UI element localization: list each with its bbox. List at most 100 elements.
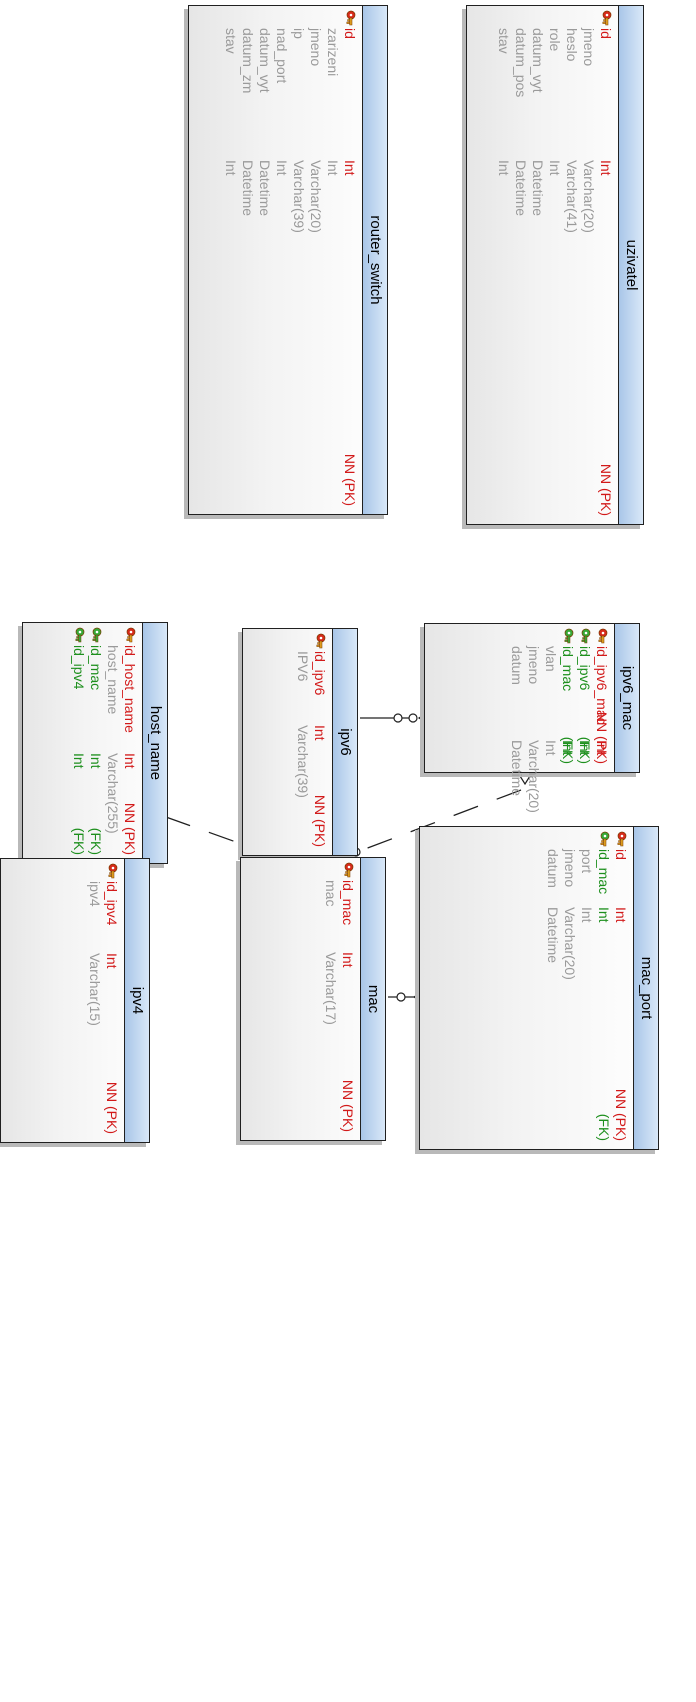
column-name: stav <box>496 28 512 54</box>
column-name: port <box>579 849 595 874</box>
column-name: datum_vyt <box>530 28 546 93</box>
column-name: role <box>547 28 563 52</box>
column-type: Varchar(20) <box>562 907 578 980</box>
primary-key-icon <box>613 831 628 847</box>
entity-title[interactable]: uzivatel <box>618 6 643 524</box>
primary-foreign-key-icon <box>596 831 611 847</box>
column-type: Datetime <box>257 160 273 217</box>
column-name: IPV6 <box>295 651 311 682</box>
column-type: Datetime <box>545 907 561 964</box>
entity-title[interactable]: router_switch <box>362 6 387 514</box>
column-name: stav <box>223 28 239 54</box>
column-constraints: NN (PK) <box>613 1088 629 1141</box>
foreign-key-icon <box>71 627 86 643</box>
column-name: vlan <box>543 646 559 672</box>
column-type: Varchar(41) <box>564 160 580 233</box>
column-name: host_name <box>105 645 121 715</box>
column-constraints: NN (PK) <box>594 711 610 764</box>
column-name: id_mac <box>596 849 612 895</box>
entity-title[interactable]: mac <box>360 858 385 1140</box>
entity-title[interactable]: ipv4 <box>124 859 149 1142</box>
column-name: datum_vyt <box>257 28 273 93</box>
column-name: id_mac <box>340 880 356 926</box>
column-type: Int <box>325 160 341 176</box>
column-type: Int <box>223 160 239 176</box>
column-name: datum <box>509 646 525 685</box>
column-constraints: NN (PK) <box>340 1079 356 1132</box>
entity-title[interactable]: mac_port <box>633 827 658 1149</box>
primary-key-icon <box>594 628 609 644</box>
many-marker <box>519 775 531 786</box>
column-type: Datetime <box>530 160 546 217</box>
entity-title[interactable]: ipv6 <box>332 629 357 855</box>
column-type: Varchar(255) <box>105 753 121 834</box>
column-constraints: (FK) <box>88 827 104 855</box>
column-name: nad_port <box>274 28 290 84</box>
column-type: Int <box>579 907 595 923</box>
primary-key-icon <box>104 863 119 879</box>
column-type: Varchar(17) <box>323 952 339 1025</box>
column-type: Int <box>543 740 559 756</box>
column-constraints: NN (PK) <box>342 453 358 506</box>
column-constraints: (FK) <box>71 827 87 855</box>
entity-title[interactable]: ipv6_mac <box>614 624 639 772</box>
entity-title[interactable]: host_name <box>142 623 167 863</box>
column-type: Varchar(20) <box>581 160 597 233</box>
column-constraints: (FK) <box>596 1113 612 1141</box>
column-name: mac <box>323 880 339 907</box>
column-name: jmeno <box>562 849 578 888</box>
column-name: ip <box>291 28 307 39</box>
column-name: jmeno <box>308 28 324 67</box>
